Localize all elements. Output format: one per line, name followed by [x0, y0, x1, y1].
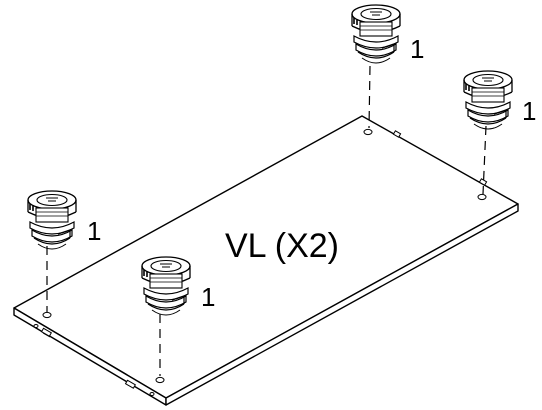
quantity-label-top-center: 1: [410, 34, 424, 64]
quantity-label-top-right: 1: [522, 96, 536, 126]
guide-lines: [46, 65, 487, 376]
dowel-front-left: [40, 327, 53, 338]
hole-top-center: [363, 128, 373, 136]
guide-line-top-center: [368, 65, 371, 129]
panel-dowels: [40, 130, 488, 389]
hole-right: [477, 193, 487, 201]
panel-right-edge: [165, 203, 519, 406]
guide-line-right: [482, 125, 487, 195]
edge-hole-2: [149, 392, 155, 396]
hole-left: [42, 311, 52, 319]
quantity-label-left: 1: [87, 216, 101, 246]
panel-board: [13, 115, 519, 406]
edge-hole-1: [33, 324, 39, 328]
panel-holes: [33, 128, 487, 396]
cam-fitting-left: [27, 190, 77, 250]
panel-label: VL (X2): [225, 227, 339, 265]
dowel-front-right: [124, 379, 137, 389]
hole-front: [155, 376, 165, 384]
cam-fitting-top-center: [351, 4, 401, 64]
dowel-back-top: [392, 130, 402, 138]
cam-fitting-top-right: [463, 70, 513, 130]
dowel-back-right: [478, 178, 488, 186]
quantity-label-front: 1: [201, 282, 215, 312]
